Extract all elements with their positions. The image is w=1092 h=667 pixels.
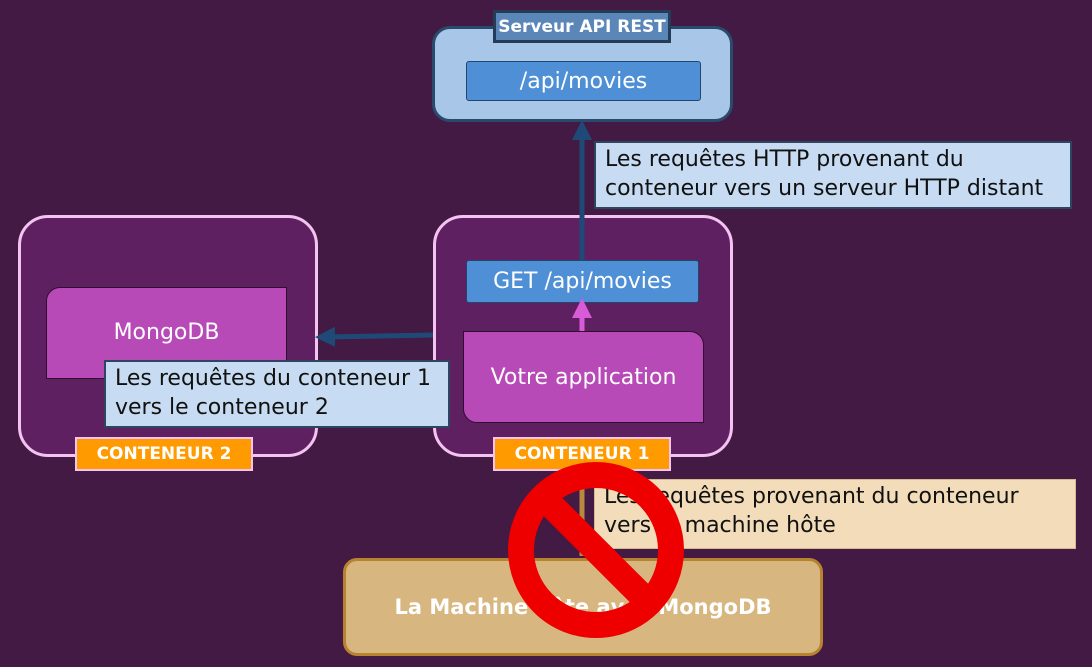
arrow-c1-to-c2 <box>315 326 434 347</box>
note-http-line2: conteneur vers un serveur HTTP distant <box>605 176 1044 201</box>
note-http-line1: Les requêtes HTTP provenant du <box>605 147 964 172</box>
api-endpoint: /api/movies <box>466 61 701 101</box>
note-c1c2-line2: vers le conteneur 2 <box>115 395 329 420</box>
note-host-line2: vers la machine hôte <box>604 513 836 538</box>
note-c1c2-line1: Les requêtes du conteneur 1 <box>115 366 432 391</box>
app-block: Votre application <box>463 331 704 423</box>
note-host-line1: Les requêtes provenant du conteneur <box>604 484 1019 509</box>
rest-server-tag: Serveur API REST <box>493 10 671 43</box>
forbidden-sign <box>508 462 684 638</box>
note-http-requests: Les requêtes HTTP provenant du conteneur… <box>594 141 1072 209</box>
note-container-requests: Les requêtes du conteneur 1 vers le cont… <box>104 360 450 428</box>
container-2-tag: CONTENEUR 2 <box>75 437 253 471</box>
